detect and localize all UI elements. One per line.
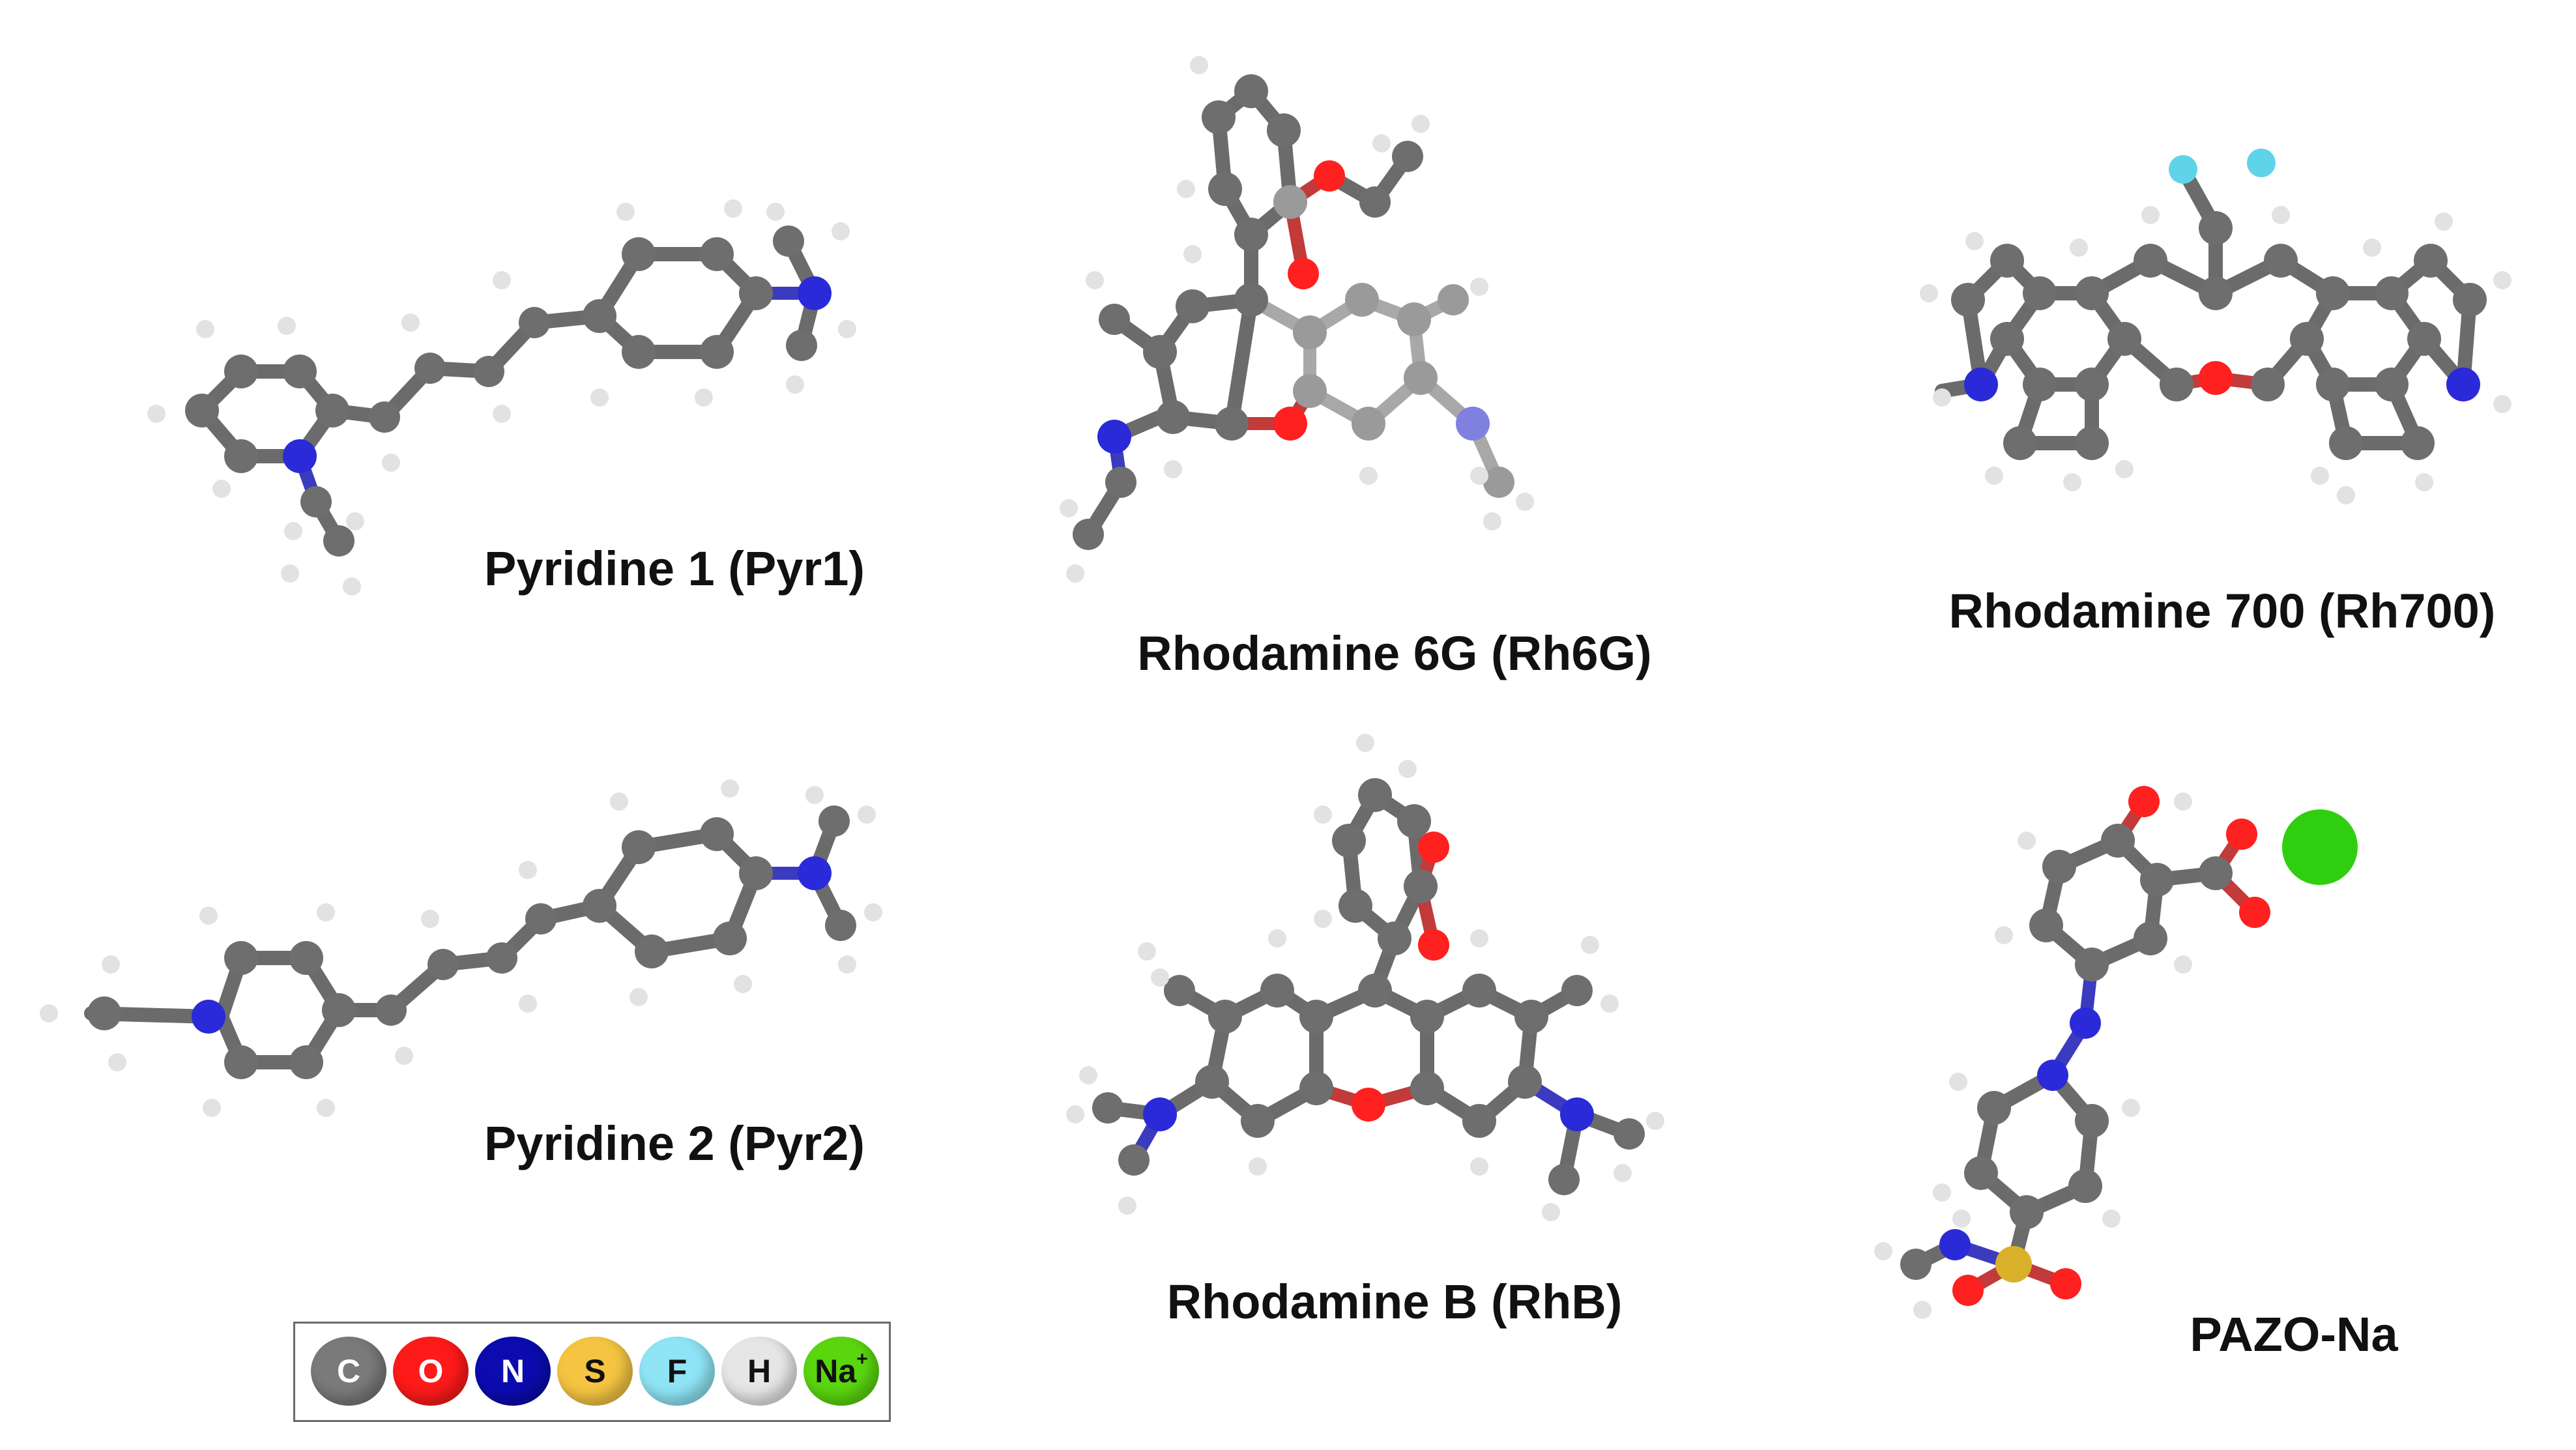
rhodamine-b-structure xyxy=(1066,734,1664,1221)
legend-fluorine: F xyxy=(639,1337,715,1406)
atom-color-legend: C O N S F H Na+ xyxy=(293,1322,891,1422)
atoms xyxy=(1920,149,2511,504)
rhodamine-6g-structure xyxy=(1060,56,1534,583)
legend-sodium: Na+ xyxy=(803,1337,879,1406)
rhodamine-700-structure xyxy=(1920,149,2511,504)
legend-oxygen: O xyxy=(393,1337,469,1406)
bonds xyxy=(1081,84,1505,542)
label-rhodamine-6g: Rhodamine 6G (Rh6G) xyxy=(1137,626,1652,680)
label-rhodamine-b: Rhodamine B (RhB) xyxy=(1166,1275,1623,1329)
pyridine-1-structure xyxy=(147,199,856,596)
label-rhodamine-700: Rhodamine 700 (Rh700) xyxy=(1948,584,2496,638)
legend-nitrogen: N xyxy=(475,1337,551,1406)
atoms xyxy=(1874,786,2358,1319)
label-pyridine-1: Pyridine 1 (Pyr1) xyxy=(484,542,865,596)
pyridine-2-structure xyxy=(40,779,882,1117)
atoms xyxy=(1060,56,1534,583)
atoms xyxy=(40,779,882,1117)
legend-hydrogen: H xyxy=(721,1337,797,1406)
legend-carbon: C xyxy=(311,1337,386,1406)
legend-sulfur: S xyxy=(557,1337,633,1406)
atoms xyxy=(1066,734,1664,1221)
label-pyridine-2: Pyridine 2 (Pyr2) xyxy=(484,1116,865,1170)
label-pazo-na: PAZO-Na xyxy=(2190,1307,2398,1361)
atoms xyxy=(147,199,856,596)
pazo-na-structure xyxy=(1874,786,2358,1319)
